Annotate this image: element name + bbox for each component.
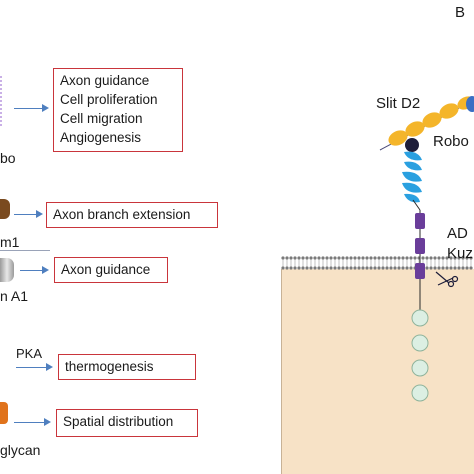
row-1-arrow-head [42, 104, 49, 112]
orange-proteoglycan-icon [0, 402, 8, 424]
target-thermogenesis: thermogenesis [65, 359, 154, 374]
pka-label: PKA [16, 346, 43, 361]
row-5-arrow [14, 422, 44, 423]
row-5-target-box: Spatial distribution [56, 409, 198, 437]
row-4-arrow [16, 367, 46, 368]
target-spatial-distribution: Spatial distribution [63, 414, 174, 429]
target-cell-migration: Cell migration [60, 111, 143, 126]
robo-label: Robo [433, 133, 469, 150]
panel-label-b: B [455, 4, 466, 21]
row-5-arrow-head [44, 418, 51, 426]
slit-d2-ligand [379, 96, 474, 151]
scissors-icon [435, 271, 459, 288]
target-axon-guidance-2: Axon guidance [61, 262, 151, 277]
row-2-source-label: m1 [0, 234, 20, 250]
row-1-target-box: Axon guidance Cell proliferation Cell mi… [53, 68, 183, 152]
row-4-target-box: thermogenesis [58, 354, 196, 380]
cell-membrane [281, 256, 474, 270]
slit-d2-label: Slit D2 [376, 95, 421, 112]
row-3-arrow-head [42, 266, 49, 274]
robo-receptor [402, 138, 459, 402]
target-cell-proliferation: Cell proliferation [60, 92, 158, 107]
target-axon-guidance: Axon guidance [60, 73, 150, 88]
row-3-arrow [20, 270, 42, 271]
row-5-source-label: glycan [0, 442, 41, 458]
row-3-source-label: n A1 [0, 288, 29, 304]
row-2-arrow-head [36, 210, 43, 218]
target-axon-branch-extension: Axon branch extension [53, 207, 191, 222]
robo-receptor-icon-fragment [0, 76, 10, 126]
membrane-line-icon [0, 250, 50, 251]
row-1-arrow [14, 108, 42, 109]
kuz-label: Kuz [447, 245, 473, 262]
row-1-source-label: bo [0, 150, 16, 166]
row-2-target-box: Axon branch extension [46, 202, 218, 228]
adam-label: AD [447, 225, 468, 242]
row-3-target-box: Axon guidance [54, 257, 168, 283]
cytoplasm-region [281, 268, 474, 474]
row-2-arrow [14, 214, 36, 215]
grey-receptor-icon [0, 258, 14, 282]
brown-receptor-icon [0, 199, 10, 219]
target-angiogenesis: Angiogenesis [60, 130, 142, 145]
row-4-arrow-head [46, 363, 53, 371]
